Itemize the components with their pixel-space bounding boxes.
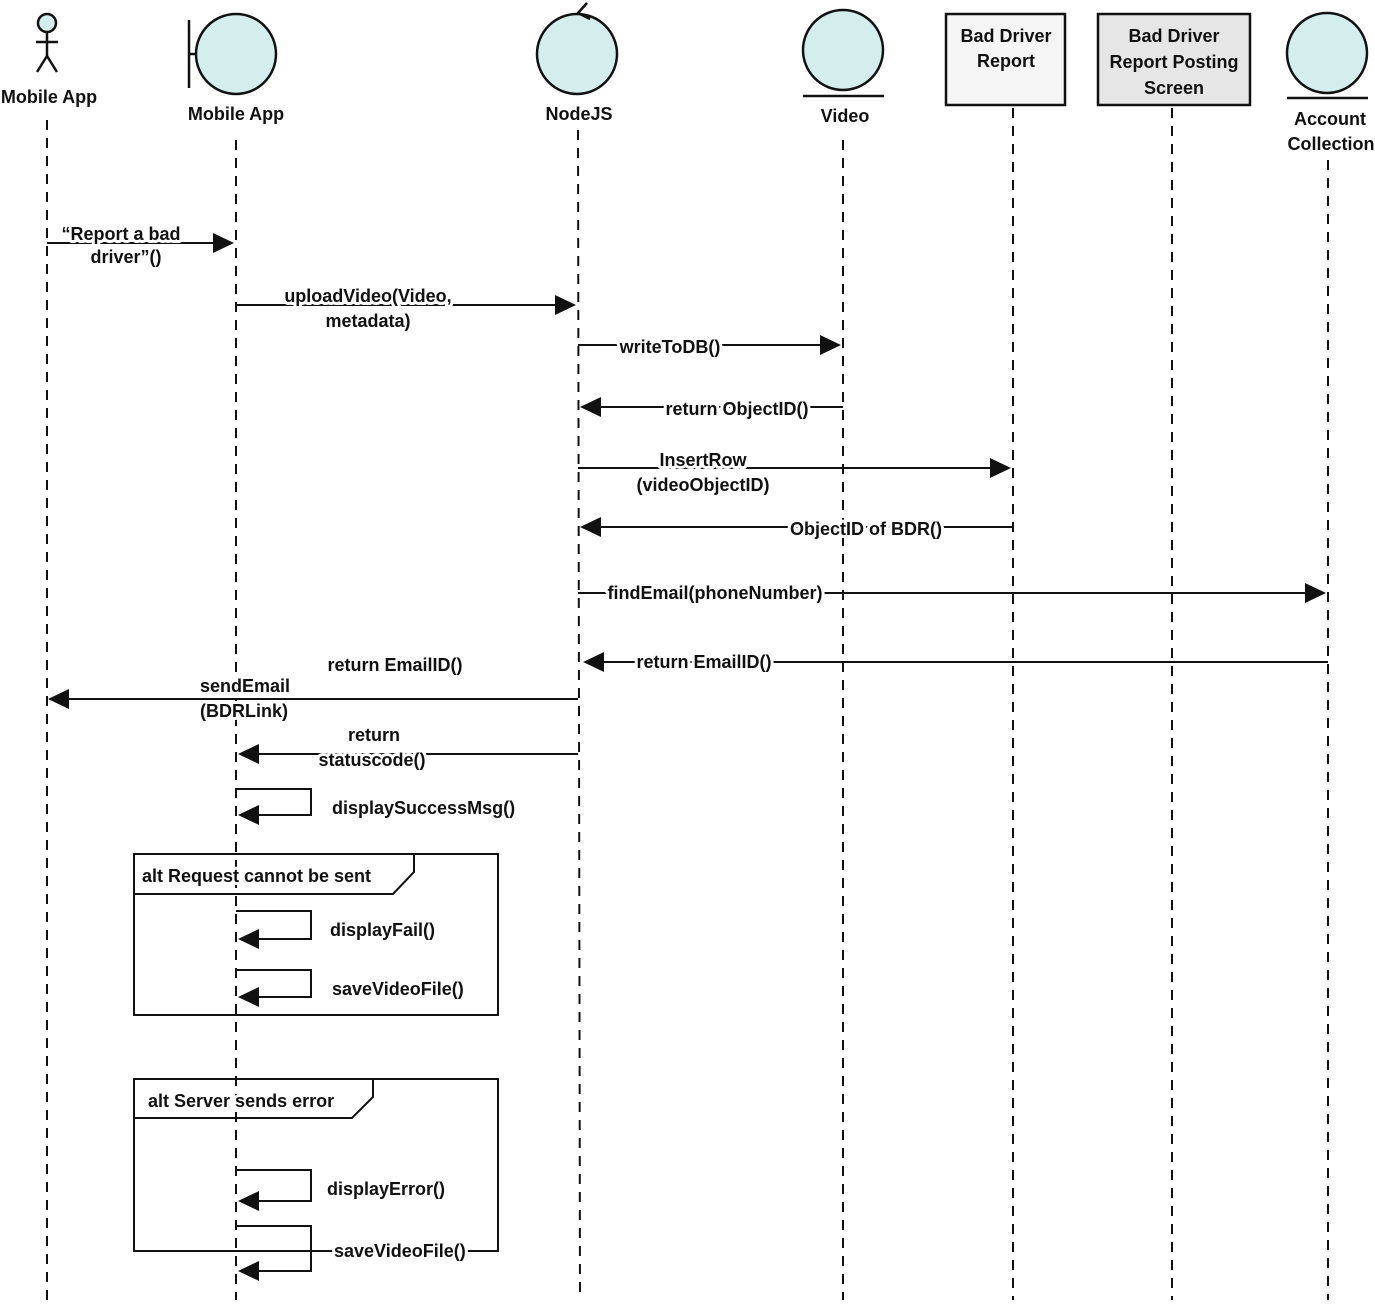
message-label: return (348, 725, 400, 745)
message-insert-row: InsertRow (videoObjectID) (578, 447, 1011, 498)
participant-account-collection: Account Collection (1285, 11, 1375, 154)
alt-fragment-server-sends-error: alt Server sends error displayError() sa… (133, 1078, 499, 1281)
participant-nodejs: NodeJS (535, 2, 619, 124)
arrow-head (238, 805, 259, 825)
arrow-head (990, 458, 1011, 478)
message-display-error: displayError() (236, 1169, 445, 1211)
arrow-head (238, 1261, 259, 1281)
fragment-frame (133, 1078, 499, 1252)
arrow-head (580, 397, 601, 417)
fragment-frame (133, 853, 499, 1016)
participant-label: Bad Driver (960, 26, 1051, 46)
message-label: displayError() (327, 1179, 445, 1199)
message-label: return EmailID() (327, 655, 462, 675)
participant-box (944, 12, 1067, 107)
message-return-email-id-account: return EmailID() (583, 649, 1328, 675)
participant-label: Mobile App (1, 87, 97, 107)
participant-label: Bad Driver (1128, 26, 1219, 46)
message-label: statuscode() (318, 750, 425, 770)
message-return-statuscode: return statuscode() (238, 722, 578, 773)
message-label: return ObjectID() (665, 399, 808, 419)
participant-label: Collection (1287, 134, 1374, 154)
arrow-head (238, 1191, 259, 1211)
arrow-head (1305, 583, 1326, 603)
participant-bad-driver-report-posting-screen: Bad Driver Report Posting Screen (1096, 12, 1252, 107)
participant-label: Account (1294, 109, 1366, 129)
message-label: saveVideoFile() (334, 1241, 466, 1261)
arrow-head (48, 689, 69, 709)
message-label: metadata) (325, 311, 410, 331)
participant-actor: Mobile App (1, 12, 97, 107)
message-label: saveVideoFile() (332, 979, 464, 999)
message-send-email: return EmailID() sendEmail (BDRLink) (48, 655, 578, 724)
message-upload-video: uploadVideo(Video, metadata) (236, 283, 576, 331)
control-icon (535, 2, 619, 96)
arrow-head (238, 929, 259, 949)
participant-label: Screen (1144, 78, 1204, 98)
arrow-head (213, 233, 234, 253)
participant-label: Report (977, 51, 1035, 71)
arrow-head (555, 295, 576, 315)
fragment-tab (134, 1079, 374, 1119)
entity-icon (1285, 11, 1369, 100)
boundary-icon (187, 12, 278, 96)
entity-icon (801, 8, 885, 98)
fragment-title: alt Server sends error (148, 1091, 334, 1111)
alt-fragment-request-cannot-be-sent: alt Request cannot be sent displayFail()… (133, 853, 499, 1016)
message-write-to-db: writeToDB() (578, 334, 841, 360)
message-display-fail: displayFail() (236, 910, 435, 949)
message-label: InsertRow (659, 450, 747, 470)
message-label: driver”() (90, 247, 161, 267)
arrow-head (820, 335, 841, 355)
message-report-bad-driver: “Report a bad driver”() (47, 221, 234, 267)
message-label: uploadVideo(Video, (284, 286, 451, 306)
lifeline-nodejs (577, 129, 581, 1301)
message-save-video-file: saveVideoFile() (236, 969, 464, 1007)
message-save-video-file: saveVideoFile() (236, 1225, 469, 1281)
participant-label: Video (821, 106, 870, 126)
message-find-email: findEmail(phoneNumber) (578, 580, 1326, 606)
participant-video: Video (801, 8, 885, 126)
participant-box (1096, 12, 1252, 107)
actor-icon (35, 12, 59, 73)
message-label: writeToDB() (619, 337, 721, 357)
message-label: “Report a bad (61, 224, 180, 244)
message-label: (BDRLink) (200, 701, 288, 721)
message-return-object-id: return ObjectID() (580, 396, 843, 422)
message-display-success-msg: displaySuccessMsg() (236, 788, 515, 825)
arrow-head (238, 987, 259, 1007)
fragment-tab (134, 854, 415, 895)
participant-label: NodeJS (545, 104, 612, 124)
message-object-id-of-bdr: ObjectID of BDR() (580, 516, 1013, 542)
message-label: (videoObjectID) (636, 475, 769, 495)
participant-label: Report Posting (1110, 52, 1239, 72)
arrow-head (583, 652, 604, 672)
message-label: sendEmail (200, 676, 290, 696)
message-label: ObjectID of BDR() (790, 519, 942, 539)
participant-bad-driver-report: Bad Driver Report (944, 12, 1067, 107)
participant-mobile-app: Mobile App (187, 12, 284, 124)
message-label: displayFail() (330, 920, 435, 940)
message-label: return EmailID() (636, 652, 771, 672)
message-label: displaySuccessMsg() (332, 798, 515, 818)
arrow-head (580, 517, 601, 537)
arrow-head (238, 744, 259, 764)
fragment-title: alt Request cannot be sent (142, 866, 371, 886)
participant-label: Mobile App (188, 104, 284, 124)
message-label: findEmail(phoneNumber) (608, 583, 823, 603)
